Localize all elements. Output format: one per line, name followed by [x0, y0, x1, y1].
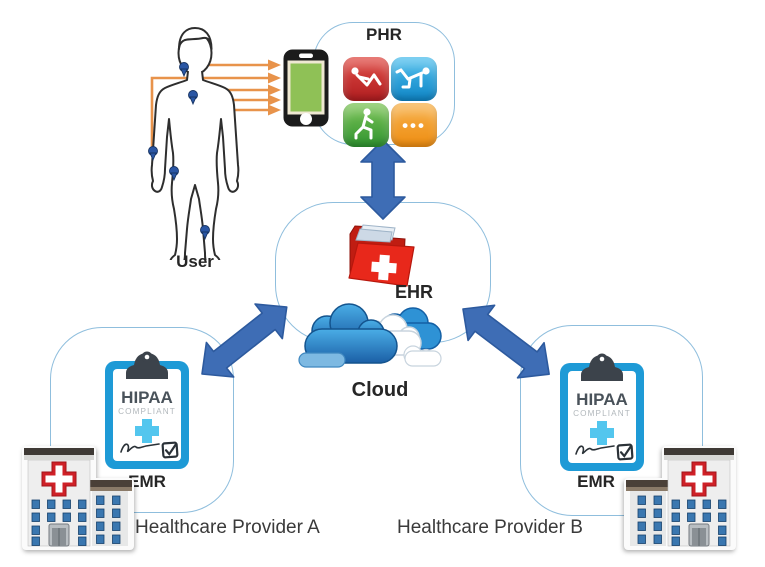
ehr-label: EHR — [394, 282, 433, 302]
hipaa-clipboard-a-icon: HIPAA COMPLIANT — [105, 351, 189, 469]
smartphone-icon — [283, 49, 329, 127]
hipaa-title-a: HIPAA — [121, 388, 173, 407]
ehr-folder-icon — [348, 224, 415, 287]
phr-tile-more-dots: ••• — [402, 115, 426, 135]
cloud-label: Cloud — [351, 379, 409, 401]
ehr-provider-a-sync-arrow-icon — [201, 303, 288, 378]
phr-tile-more-icon: ••• — [391, 103, 437, 147]
hospital-b-windows — [637, 495, 727, 546]
hipaa-subtitle-b: COMPLIANT — [573, 409, 631, 418]
body-sensor-icons — [148, 62, 210, 241]
phr-app-tiles: ••• — [343, 57, 437, 147]
phr-tile-situp-icon — [343, 57, 389, 101]
hipaa-title-b: HIPAA — [576, 390, 628, 409]
hipaa-subtitle-a: COMPLIANT — [118, 407, 176, 416]
hospital-a-windows — [31, 495, 121, 546]
phr-tile-kick-icon — [391, 57, 437, 101]
emr-label-a: EMR — [128, 472, 166, 491]
emr-label-b: EMR — [577, 472, 615, 491]
ehr-provider-b-sync-arrow-icon — [462, 304, 550, 379]
hospital-b-icon — [624, 446, 736, 550]
user-label: User — [176, 252, 214, 271]
phr-label: PHR — [366, 25, 402, 44]
user-figure-icon — [148, 27, 240, 260]
phr-ehr-sync-arrow-icon — [360, 139, 406, 220]
phr-tile-lunge-icon — [343, 103, 389, 147]
cloud-icon — [298, 303, 442, 368]
provider-b-caption: Healthcare Provider B — [397, 517, 583, 538]
hospital-a-icon — [22, 446, 134, 550]
provider-a-caption: Healthcare Provider A — [135, 517, 320, 538]
hipaa-clipboard-b-icon: HIPAA COMPLIANT — [560, 353, 644, 471]
